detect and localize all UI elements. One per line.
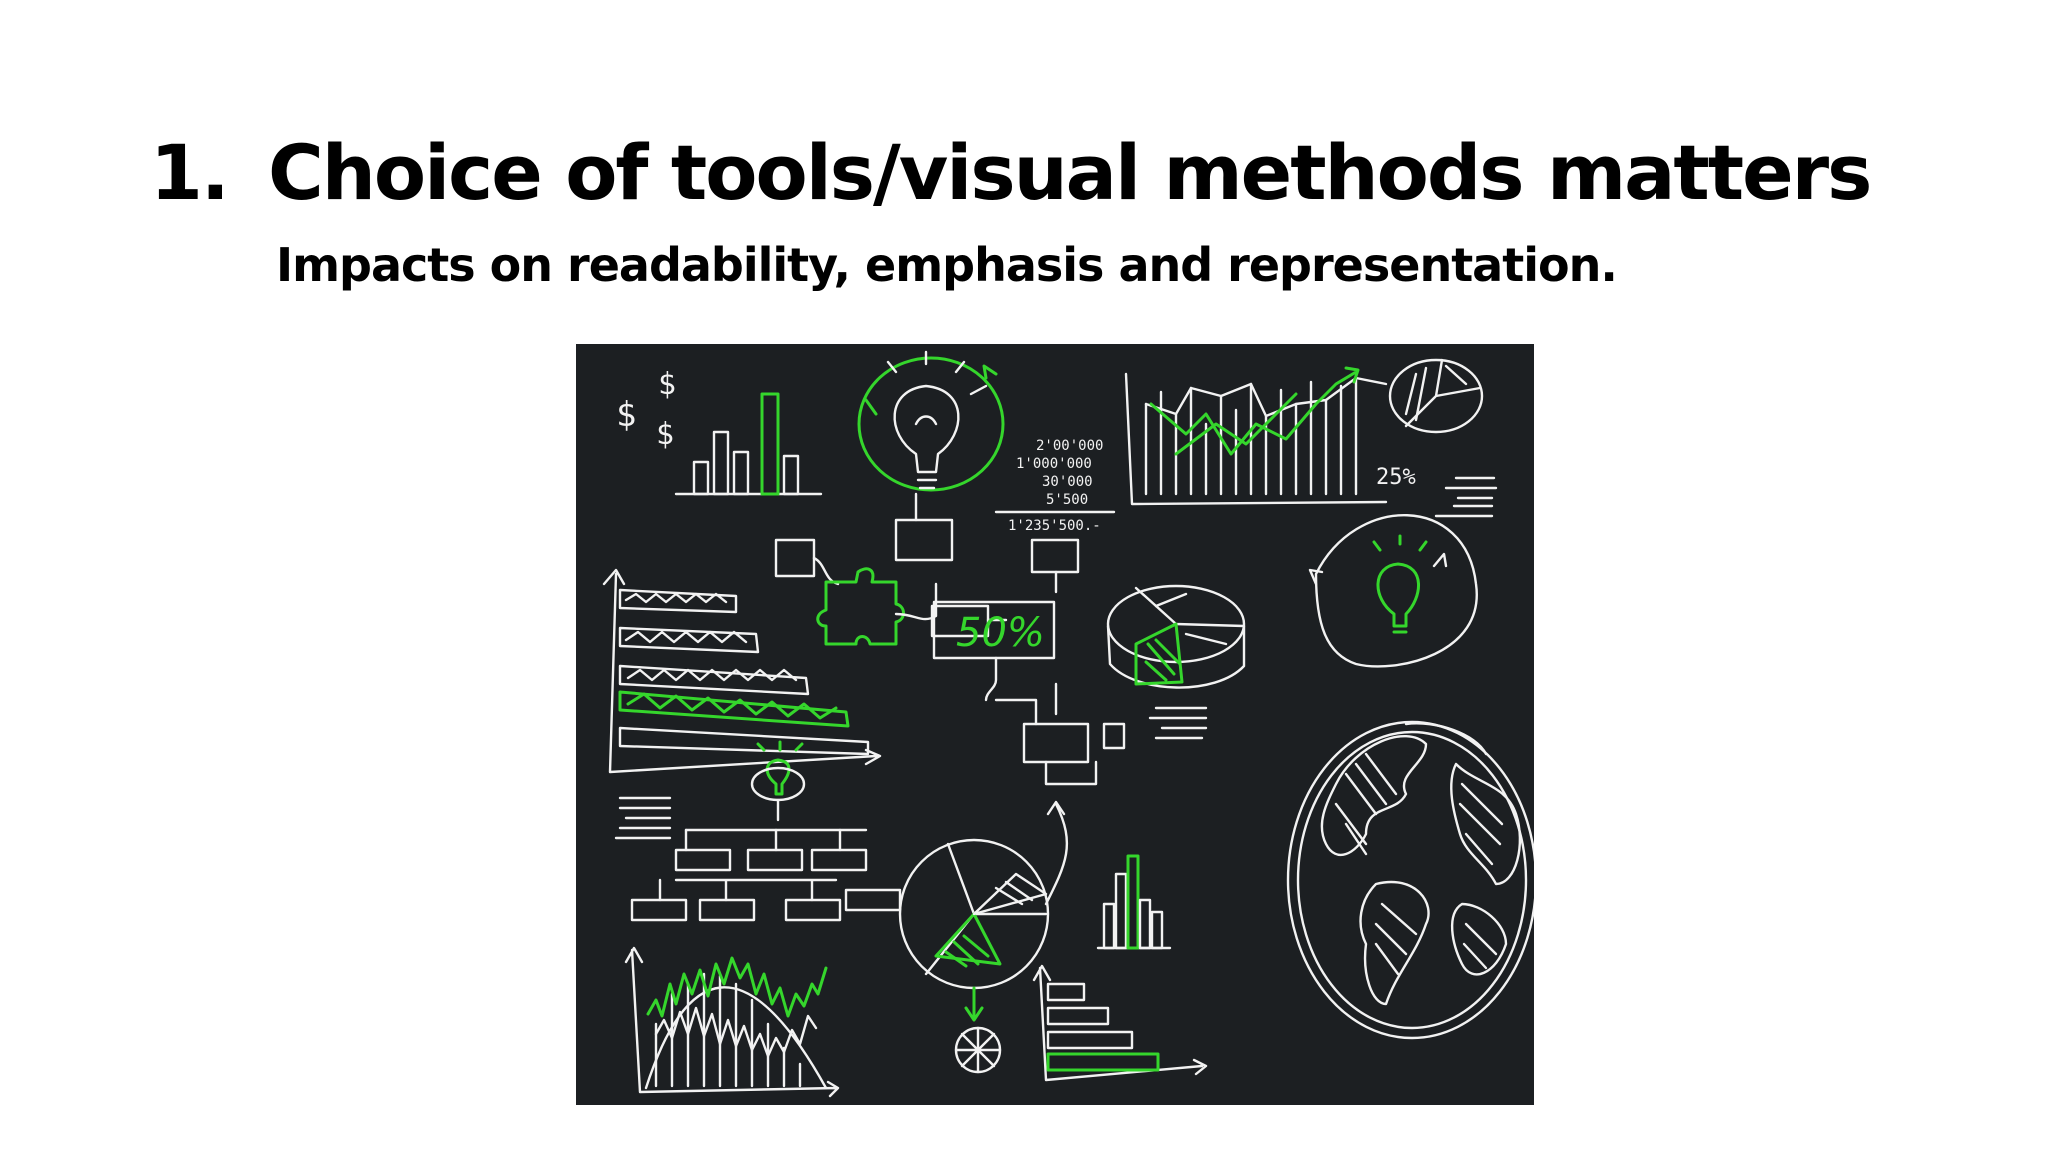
globe-icon bbox=[1286, 720, 1534, 1040]
dollar-sign: $ bbox=[658, 367, 676, 402]
number-row: 30'000 bbox=[1042, 474, 1093, 490]
wave-line-chart-doodle bbox=[624, 946, 840, 1098]
title-text: Choice of tools/visual methods matters bbox=[268, 128, 1872, 217]
dollar-sign: $ bbox=[656, 417, 674, 452]
percent-center-label: 50% bbox=[956, 610, 1045, 656]
dollar-bar-chart-doodle: $ $ $ bbox=[616, 367, 823, 496]
number-row: 2'00'000 bbox=[1036, 438, 1103, 454]
lightbulb-circle-doodle bbox=[857, 350, 1005, 492]
title-number: 1. bbox=[150, 128, 230, 217]
dollar-sign: $ bbox=[616, 395, 636, 435]
small-number-list-doodle bbox=[1434, 476, 1498, 518]
horizontal-bar-chart-doodle bbox=[602, 568, 882, 774]
3d-pie-chart-doodle bbox=[1106, 584, 1246, 740]
percent-label: 25% bbox=[1376, 465, 1416, 490]
org-chart-doodle bbox=[614, 740, 902, 922]
pie-arrow-doodle bbox=[898, 800, 1069, 1074]
chalkboard-doodles: $ $ $ 2'00'000 1 bbox=[602, 350, 1534, 1098]
chalkboard-illustration: $ $ $ 2'00'000 1 bbox=[576, 344, 1534, 1105]
pie-chart-doodle bbox=[1388, 358, 1484, 434]
lightbulb-doodle-right bbox=[1308, 514, 1478, 668]
number-list-doodle: 2'00'000 1'000'000 30'000 5'500 1'235'50… bbox=[994, 438, 1116, 534]
number-row: 5'500 bbox=[1046, 492, 1088, 508]
slide-subtitle: Impacts on readability, emphasis and rep… bbox=[276, 238, 1618, 292]
percent-box-doodle: 50% bbox=[932, 600, 1126, 786]
vertical-bar-chart-doodle bbox=[1096, 854, 1172, 950]
number-row: 1'000'000 bbox=[1016, 456, 1092, 472]
slide-title: 1. Choice of tools/visual methods matters bbox=[150, 128, 1872, 217]
horizontal-bars-bottom-doodle bbox=[1032, 964, 1208, 1082]
flow-diagram-doodle bbox=[774, 492, 1080, 646]
line-chart-doodle bbox=[1124, 366, 1388, 506]
number-row: 1'235'500.- bbox=[1008, 518, 1101, 534]
